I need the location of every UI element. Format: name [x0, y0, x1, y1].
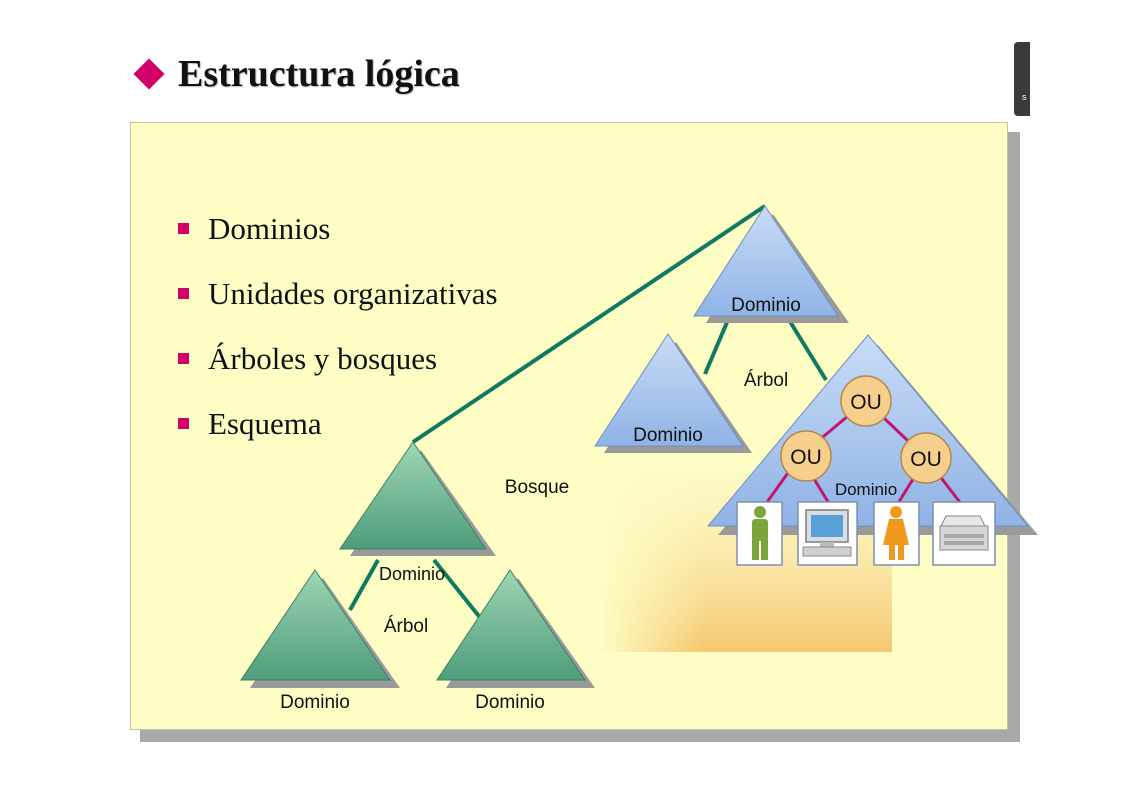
bullet-item: Unidades organizativas — [178, 261, 498, 326]
side-tab-letter: s — [1022, 92, 1027, 102]
printer-icon — [932, 501, 996, 566]
square-bullet-icon — [178, 418, 189, 429]
right-tree-label: Árbol — [744, 370, 788, 391]
ou-left-label: OU — [790, 446, 822, 469]
square-bullet-icon — [178, 223, 189, 234]
ou-domain-label: Dominio — [835, 480, 897, 499]
ou-domain-triangle — [706, 334, 1038, 535]
computer-icon — [797, 501, 858, 566]
left-bottom-left-domain-triangle — [240, 569, 400, 688]
left-bottom-left-domain-label: Dominio — [280, 692, 350, 713]
bullet-list: Dominios Unidades organizativas Árboles … — [178, 196, 498, 456]
bullet-item: Esquema — [178, 391, 498, 456]
left-tree-label: Árbol — [384, 616, 428, 637]
right-tree-connector-left — [703, 319, 730, 375]
right-child-domain-triangle: Dominio — [594, 333, 752, 453]
root-domain-label: Dominio — [731, 295, 801, 316]
person-green-icon — [736, 501, 783, 566]
ou-left: OU — [780, 430, 832, 482]
ou-top-label: OU — [850, 391, 882, 414]
ou-top: OU — [840, 375, 892, 427]
root-domain-triangle: Dominio — [693, 205, 849, 323]
ou-right: OU — [900, 432, 952, 484]
left-bottom-right-domain-triangle — [436, 569, 595, 688]
forest-label: Bosque — [505, 477, 569, 498]
bullet-text: Esquema — [208, 405, 322, 441]
bullet-item: Dominios — [178, 196, 498, 261]
bullet-text: Unidades organizativas — [208, 275, 498, 311]
left-tree-connector-left — [348, 559, 380, 611]
left-tree-connector-right — [432, 558, 488, 627]
connector-lines — [348, 204, 828, 627]
square-bullet-icon — [178, 353, 189, 364]
slide-title: Estructura lógica — [132, 44, 460, 104]
right-child-domain-label: Dominio — [633, 425, 703, 446]
right-tree-connector-right — [787, 318, 828, 382]
bullet-text: Árboles y bosques — [208, 340, 438, 376]
bullet-text: Dominios — [208, 210, 331, 246]
forest-connector — [411, 204, 767, 444]
bullet-item: Árboles y bosques — [178, 326, 498, 391]
left-bottom-right-domain-label: Dominio — [475, 692, 545, 713]
left-top-domain-label: Dominio — [379, 564, 445, 584]
square-bullet-icon — [178, 288, 189, 299]
side-tab[interactable]: s — [1014, 42, 1030, 116]
left-top-domain-triangle — [339, 441, 496, 556]
person-orange-icon — [873, 501, 920, 566]
ou-right-label: OU — [910, 448, 942, 471]
slide-title-text: Estructura lógica — [178, 53, 460, 95]
